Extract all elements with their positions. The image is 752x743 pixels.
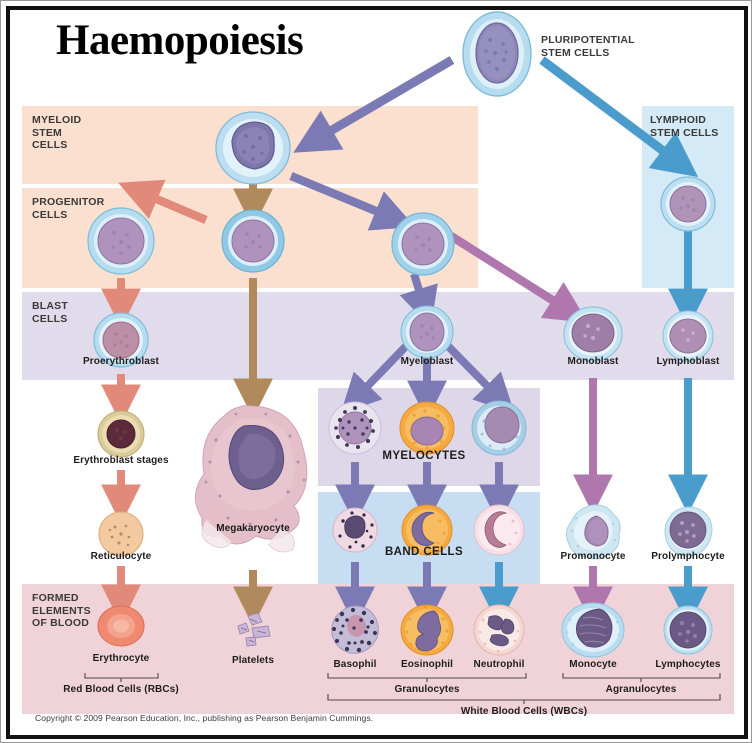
label-platelets: Platelets (231, 655, 275, 666)
label-pluripotential-stem-cells: PLURIPOTENTIAL STEM CELLS (541, 34, 635, 59)
panel-label-blast-cells: BLAST CELLS (32, 300, 68, 325)
panel-label-line: STEM CELLS (650, 126, 719, 139)
cell-myeloid-stem-cell (213, 109, 293, 187)
cell-basophilic-myelocyte (327, 400, 383, 456)
panel-label-myeloid-stem-cells: MYELOID STEM CELLS (32, 114, 81, 152)
cell-lymphocytes (662, 604, 714, 656)
label-line: PLURIPOTENTIAL (541, 34, 635, 46)
cell-promonocyte (563, 502, 623, 562)
panel-label-line: STEM (32, 126, 62, 139)
panel-label-line: CELLS (32, 208, 68, 221)
label-myelocytes: MYELOCYTES (382, 450, 466, 462)
cell-neutrophil (472, 603, 526, 657)
panel-label-line: MYELOID (32, 114, 82, 126)
label-basophil: Basophil (333, 659, 377, 670)
label-myeloblast: Myeloblast (400, 356, 454, 367)
cell-eosinophilic-myelocyte (398, 400, 456, 456)
cell-prolymphocyte (660, 504, 716, 560)
panel-label-line: ELEMENTS (32, 604, 91, 617)
cell-monoblast (562, 305, 624, 363)
label-megakaryocyte: Megakaryocyte (216, 523, 290, 534)
label-erythrocyte: Erythrocyte (92, 653, 150, 664)
cell-erythrocyte (96, 604, 146, 648)
cell-basophilic-band-cell (331, 506, 379, 554)
panel-label-line: OF BLOOD (32, 617, 90, 629)
copyright-notice: Copyright © 2009 Pearson Education, Inc.… (35, 713, 374, 723)
label-lymphocytes: Lymphocytes (655, 659, 721, 670)
diagram-stage: Haemopoiesis (10, 10, 744, 735)
cell-granulocytic-progenitor (390, 211, 456, 277)
label-promonocyte: Promonocyte (560, 551, 626, 562)
panel-label-lymphoid-stem-cells: LYMPHOID STEM CELLS (650, 114, 719, 139)
label-monoblast: Monoblast (567, 356, 619, 367)
cell-basophil (328, 603, 382, 657)
label-granulocytes: Granulocytes (394, 684, 460, 695)
cell-eosinophil (399, 603, 455, 657)
panel-label-line: BLAST (32, 300, 68, 312)
label-eosinophil: Eosinophil (400, 659, 454, 670)
cell-megakaryocyte (190, 400, 320, 560)
cell-pluripotential-stem-cell (459, 10, 535, 98)
cell-erythroid-progenitor (86, 206, 156, 276)
cell-monocyte (561, 602, 625, 658)
cell-reticulocyte (97, 510, 145, 558)
cell-erythroblast-stages (96, 409, 146, 459)
panel-label-line: CELLS (32, 139, 68, 151)
panel-label-line: FORMED (32, 592, 79, 604)
cell-lymphoblast (661, 309, 715, 363)
diagram-frame: Haemopoiesis (6, 6, 748, 739)
label-proerythroblast: Proerythroblast (83, 356, 159, 367)
cell-megakaryocytic-progenitor (220, 208, 286, 274)
label-red-blood-cells: Red Blood Cells (RBCs) (63, 684, 179, 695)
label-monocyte: Monocyte (569, 659, 617, 670)
cell-myeloblast (399, 304, 455, 360)
cell-neutrophilic-myelocyte (470, 399, 528, 457)
panel-label-line: LYMPHOID (650, 114, 707, 126)
cell-neutrophilic-band-cell (472, 503, 526, 557)
panel-label-progenitor-cells: PROGENITOR CELLS (32, 196, 104, 221)
page-title: Haemopoiesis (56, 17, 304, 64)
panel-label-formed-elements: FORMED ELEMENTS OF BLOOD (32, 592, 91, 630)
cell-proerythroblast (92, 311, 150, 369)
cell-lymphoid-stem-cell (659, 175, 717, 233)
label-neutrophil: Neutrophil (473, 659, 525, 670)
cell-platelets (226, 610, 280, 654)
label-lymphoblast: Lymphoblast (656, 356, 720, 367)
panel-label-line: PROGENITOR (32, 196, 105, 208)
panel-label-line: CELLS (32, 312, 68, 325)
label-agranulocytes: Agranulocytes (605, 684, 677, 695)
label-prolymphocyte: Prolymphocyte (651, 551, 725, 562)
label-reticulocyte: Reticulocyte (90, 551, 152, 562)
cell-eosinophilic-band-cell (400, 503, 454, 557)
label-white-blood-cells: White Blood Cells (WBCs) (460, 706, 588, 717)
label-band-cells: BAND CELLS (384, 546, 464, 558)
label-line: STEM CELLS (541, 46, 610, 59)
label-erythroblast-stages: Erythroblast stages (73, 455, 169, 466)
